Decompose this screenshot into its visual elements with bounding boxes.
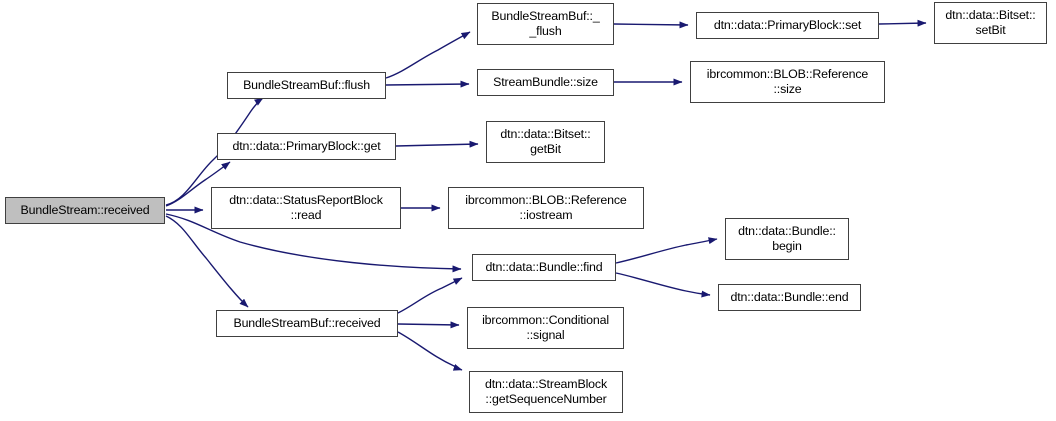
edge-bsb_flush-to-sb_size — [385, 80, 470, 88]
graph-node-label: dtn::data::Bitset:: getBit — [500, 127, 591, 156]
edge-pb_get-to-bitset_getbit — [395, 140, 479, 148]
graph-node-label: dtn::data::Bitset:: setBit — [945, 8, 1036, 37]
graph-node-bsb_underscore_flush[interactable]: BundleStreamBuf::_ _flush — [477, 3, 614, 45]
graph-node-cond_signal[interactable]: ibrcommon::Conditional ::signal — [467, 307, 624, 349]
edge-pb_set-to-bitset_setbit — [878, 19, 927, 27]
graph-node-bitset_setbit[interactable]: dtn::data::Bitset:: setBit — [934, 2, 1047, 44]
graph-node-bundle_find[interactable]: dtn::data::Bundle::find — [472, 254, 616, 281]
graph-node-blob_size[interactable]: ibrcommon::BLOB::Reference ::size — [690, 61, 885, 103]
graph-node-label: dtn::data::Bundle:: begin — [738, 224, 836, 253]
graph-node-root[interactable]: BundleStream::received — [5, 197, 165, 224]
graph-node-bsb_flush[interactable]: BundleStreamBuf::flush — [227, 72, 386, 99]
graph-node-label: dtn::data::StatusReportBlock ::read — [229, 193, 383, 222]
graph-node-bundle_begin[interactable]: dtn::data::Bundle:: begin — [725, 218, 849, 260]
graph-node-label: BundleStreamBuf::_ _flush — [491, 9, 600, 38]
graph-node-label: dtn::data::StreamBlock ::getSequenceNumb… — [484, 377, 608, 406]
edge-bsb_received-to-bundle_find — [397, 277, 463, 314]
graph-node-srb_read[interactable]: dtn::data::StatusReportBlock ::read — [211, 187, 401, 229]
edge-bundle_find-to-bundle_begin — [615, 237, 718, 264]
edge-bsb_flush-to-bsb_underscore_flush — [385, 31, 471, 79]
edge-root-to-bsb_received — [165, 215, 249, 308]
graph-node-label: BundleStreamBuf::flush — [243, 78, 370, 92]
edge-bundle_find-to-bundle_end — [615, 272, 711, 298]
graph-node-label: dtn::data::PrimaryBlock::set — [713, 18, 862, 32]
edge-bsb_received-to-cond_signal — [397, 321, 460, 329]
graph-node-bsb_received[interactable]: BundleStreamBuf::received — [216, 310, 398, 337]
graph-node-label: dtn::data::PrimaryBlock::get — [232, 139, 381, 153]
edge-bsb_underscore_flush-to-pb_set — [613, 21, 689, 29]
graph-node-label: StreamBundle::size — [493, 75, 598, 89]
graph-node-blob_iostream[interactable]: ibrcommon::BLOB::Reference ::iostream — [448, 187, 644, 229]
graph-node-pb_get[interactable]: dtn::data::PrimaryBlock::get — [217, 133, 396, 160]
graph-node-label: dtn::data::Bundle::end — [730, 290, 849, 304]
graph-node-label: BundleStreamBuf::received — [233, 316, 381, 330]
graph-node-label: BundleStream::received — [20, 203, 150, 217]
graph-node-label: dtn::data::Bundle::find — [485, 260, 603, 274]
graph-node-pb_set[interactable]: dtn::data::PrimaryBlock::set — [696, 12, 879, 39]
graph-node-bitset_getbit[interactable]: dtn::data::Bitset:: getBit — [486, 121, 605, 163]
graph-node-bundle_end[interactable]: dtn::data::Bundle::end — [718, 284, 861, 311]
graph-node-label: ibrcommon::BLOB::Reference ::size — [706, 67, 869, 96]
graph-node-label: ibrcommon::BLOB::Reference ::iostream — [465, 193, 627, 222]
graph-node-label: ibrcommon::Conditional ::signal — [482, 313, 609, 342]
graph-node-sb_size[interactable]: StreamBundle::size — [477, 69, 614, 96]
graph-node-streamblock_getseq[interactable]: dtn::data::StreamBlock ::getSequenceNumb… — [469, 371, 623, 413]
edge-bsb_received-to-streamblock_getseq — [397, 331, 463, 371]
